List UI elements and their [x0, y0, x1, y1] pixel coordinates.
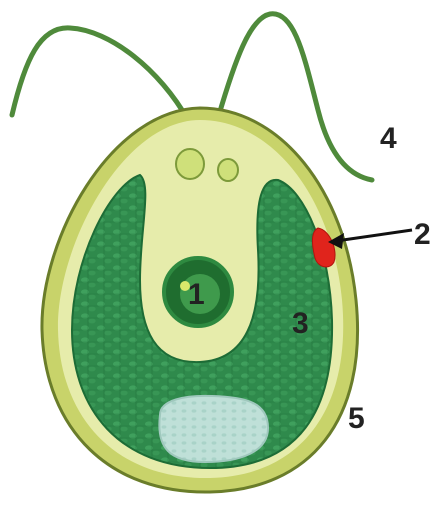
label-1: 1 [188, 278, 205, 311]
contractile-vacuole-large [176, 149, 204, 179]
contractile-vacuole-small [218, 159, 238, 181]
pyrenoid [159, 396, 268, 462]
label-2: 2 [414, 218, 431, 251]
label-4: 4 [380, 122, 397, 155]
label-5: 5 [348, 402, 365, 435]
label-2-arrow-line [336, 230, 412, 241]
label-3: 3 [292, 307, 309, 340]
flagellum-left [12, 28, 188, 120]
